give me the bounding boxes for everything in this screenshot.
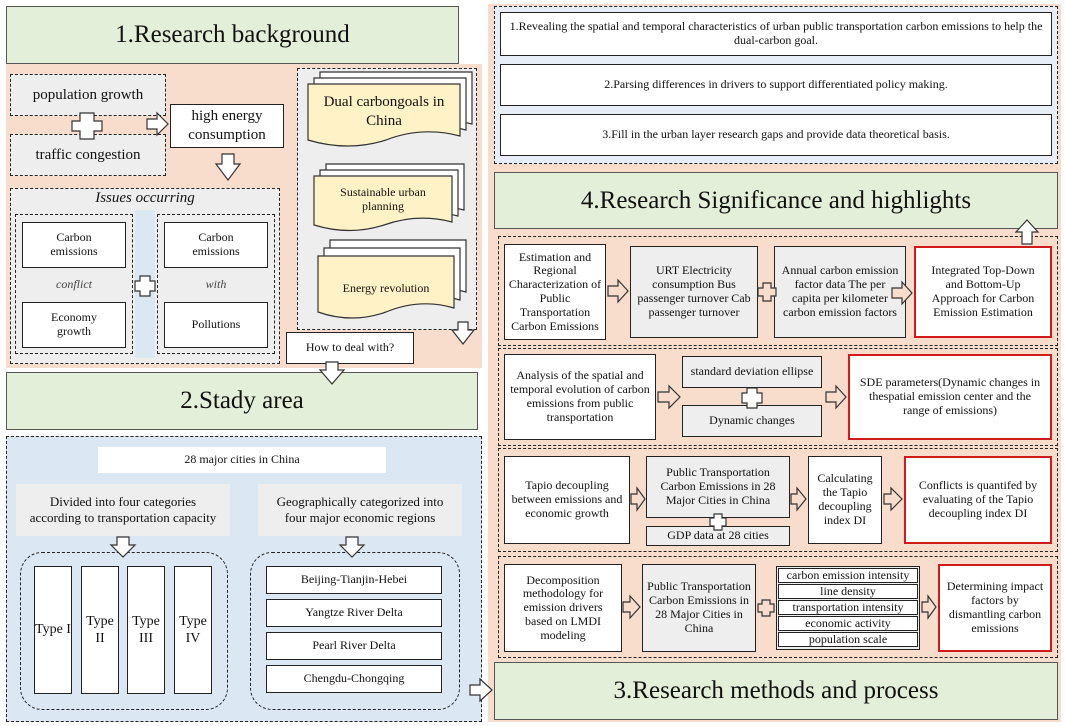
traffic-congestion-box: traffic congestion [10,134,166,176]
arrow-right-icon [883,486,903,512]
sustainable-planning-doc: Sustainable urban planning [340,185,426,213]
economy-growth-box: Economy growth [22,302,126,348]
plus-icon [71,112,103,140]
arrow-right-icon [622,594,641,620]
doc-stack-1-front [307,83,461,147]
arrow-right-icon [657,384,681,410]
spatial-analysis-box: Analysis of the spatial and temporal evo… [504,354,656,440]
section-title-methods: 3.Research methods and process [494,662,1058,720]
type-4: Type IV [174,566,212,694]
high-energy-box: high energy consumption [170,104,284,148]
urt-data-box: URT Electricity consumption Bus passenge… [630,246,758,338]
arrow-right-icon [891,280,913,306]
plus-icon [134,275,156,297]
lmdi-box: Decomposition methodology for emission d… [504,564,622,652]
arrow-right-icon [607,278,629,304]
emissions-28-box-lmdi: Public Transportation Carbon Emissions i… [642,564,756,652]
factor-1: carbon emission intensity [778,568,918,583]
region-4: Chengdu-Chongqing [266,665,442,693]
region-1: Beijing-Tianjin-Hebei [266,566,442,594]
how-to-deal-box: How to deal with? [286,332,414,364]
calc-tapio-box: Calculating the Tapio decoupling index D… [808,456,882,544]
arrow-down-icon [450,321,476,345]
conflict-label: conflict [56,277,92,292]
goal-1: 1.Revealing the spatial and temporal cha… [500,12,1052,56]
arrow-right-icon [921,594,937,620]
factor-3: transportation intensity [778,600,918,615]
arrow-down-icon [318,361,346,385]
arrow-right-icon [469,677,493,703]
region-3: Pearl River Delta [266,632,442,660]
section-title-significance: 4.Research Significance and highlights [494,172,1058,229]
arrow-down-icon [214,153,242,181]
carbon-emissions-box-left: Carbon emissions [22,222,126,268]
conflicts-quantified-box: Conflicts is quantifed by evaluating of … [904,456,1052,544]
sde-parameters-box: SDE parameters(Dynamic changes in thespa… [848,354,1052,440]
methods-row-4 [498,556,1058,658]
impact-factors-box: Determining impact factors by dismantlin… [938,564,1052,652]
arrow-right-icon [630,486,646,512]
integrated-approach-box: Integrated Top-Down and Bottom-Up Approa… [914,246,1052,338]
plus-icon [757,599,775,617]
factor-2: line density [778,584,918,599]
doc-stack-3-front [317,255,455,319]
emission-factor-box: Annual carbon emission factor data The p… [774,246,906,338]
arrow-right-icon [790,486,807,512]
arrow-right-icon [825,384,847,410]
energy-revolution-doc: Energy revolution [342,281,430,296]
carbon-emissions-box-right: Carbon emissions [164,222,268,268]
region-2: Yangtze River Delta [266,599,442,627]
arrow-down-icon [338,536,366,558]
arrow-down-icon [109,536,137,558]
doc-stack-2-front [313,175,453,232]
arrow-right-icon [146,111,169,137]
factor-5: population scale [778,632,918,647]
dual-carbon-doc: Dual carbongoals in China [323,94,445,129]
factor-4: economic activity [778,616,918,631]
methods-row-2 [498,348,1058,446]
with-label: with [205,277,227,292]
methods-row-1 [498,236,1058,346]
plus-icon [757,282,777,302]
type-2: Type II [81,566,119,694]
plus-icon [741,387,763,409]
transport-category-box: Divided into four categories according t… [16,484,230,536]
geo-category-box: Geographically categorized into four maj… [258,484,462,536]
section-title-study-area: 2.Stady area [6,372,478,430]
methods-row-3 [498,448,1058,552]
type-1: Type I [34,566,72,694]
plus-icon [709,513,727,531]
cities-title-box: 28 major cities in China [98,447,386,473]
tapio-box: Tapio decoupling between emissions and e… [504,456,630,544]
type-3: Type III [127,566,165,694]
section-title-background: 1.Research background [6,6,459,64]
goal-3: 3.Fill in the urban layer research gaps … [500,114,1052,156]
estimation-box: Estimation and Regional Characterization… [504,244,606,340]
goal-2: 2.Parsing differences in drivers to supp… [500,64,1052,106]
arrow-up-icon [1014,219,1040,245]
issues-title: Issues occurring [95,189,195,206]
pollutions-box: Pollutions [164,302,268,348]
dynamic-changes-box: Dynamic changes [682,405,822,437]
population-growth-box: population growth [10,74,166,116]
